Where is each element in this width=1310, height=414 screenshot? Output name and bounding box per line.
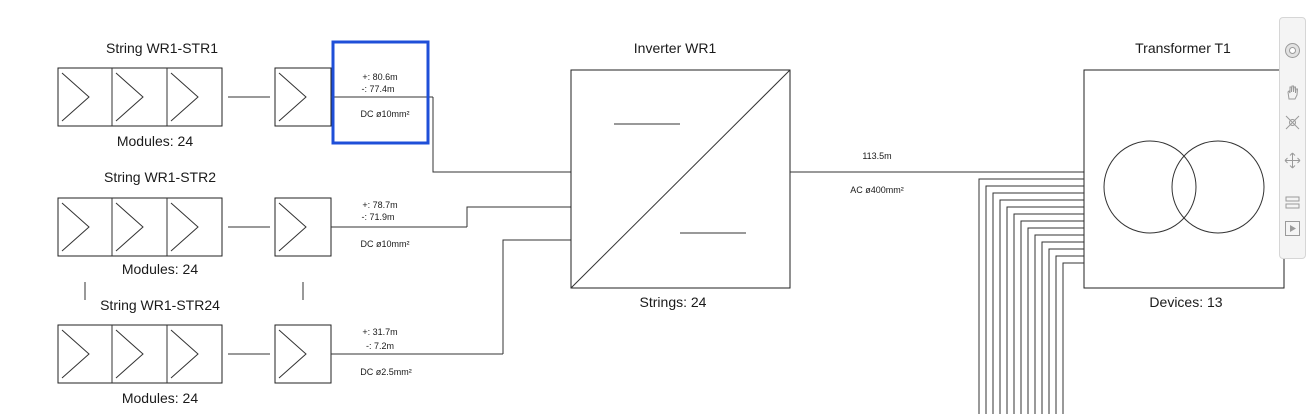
transformer-devices-count: Devices: 13	[1149, 294, 1222, 310]
inverter-strings-count: Strings: 24	[640, 294, 707, 310]
pv-module-row	[57, 197, 223, 257]
transformer-winding-primary	[1103, 140, 1197, 234]
modules-count: Modules: 24	[117, 133, 193, 149]
transformer-title: Transformer T1	[1135, 40, 1231, 56]
string-title: String WR1-STR1	[106, 40, 218, 56]
cable-plus-length: +: 80.6m	[362, 72, 397, 82]
ac-cable[interactable]: 113.5m AC ø400mm²	[790, 151, 1084, 195]
compass-icon[interactable]	[1284, 42, 1301, 59]
transformer-symbol	[1083, 69, 1285, 289]
play-icon[interactable]	[1284, 220, 1301, 237]
module-symbol	[170, 72, 199, 122]
inverter-block[interactable]: Inverter WR1 Strings: 24	[570, 40, 791, 310]
modules-count: Modules: 24	[122, 390, 198, 406]
cable-spec: DC ø2.5mm²	[360, 367, 412, 377]
string-group-1[interactable]: String WR1-STR1 Modules: 24 +: 80.6m -: …	[57, 40, 571, 173]
module-symbol	[115, 329, 144, 379]
dc-cable-to-inverter	[502, 239, 571, 354]
module-symbol	[170, 329, 199, 379]
ac-cable-spec: AC ø400mm²	[850, 185, 904, 195]
pv-module-row	[57, 324, 223, 384]
ac-cable-length: 113.5m	[862, 151, 891, 161]
dc-cable-to-inverter	[432, 97, 571, 173]
crosshair-icon[interactable]	[1284, 114, 1301, 131]
cable-minus-length: -: 71.9m	[361, 212, 394, 222]
selection-highlight	[331, 40, 430, 145]
string-group-2[interactable]: String WR1-STR2 Modules: 24 +: 78.7m -: …	[57, 169, 571, 277]
string-group-24[interactable]: String WR1-STR24 Modules: 24 +: 31.7m -:…	[57, 239, 571, 406]
string-title: String WR1-STR2	[104, 169, 216, 185]
cable-plus-length: +: 78.7m	[362, 200, 397, 210]
module-symbol	[61, 72, 90, 122]
module-symbol	[61, 202, 90, 252]
transformer-block[interactable]: Transformer T1 Devices: 13	[1083, 40, 1285, 310]
modules-count: Modules: 24	[122, 261, 198, 277]
module-symbol	[115, 72, 144, 122]
cable-spec: DC ø10mm²	[361, 239, 410, 249]
transformer-winding-secondary	[1171, 140, 1265, 234]
cable-plus-length: +: 31.7m	[362, 327, 397, 337]
cable-minus-length: -: 7.2m	[366, 341, 394, 351]
view-toolbar	[1279, 17, 1306, 259]
module-symbol	[278, 202, 307, 252]
move-icon[interactable]	[1284, 152, 1301, 169]
pv-module-row	[57, 67, 223, 127]
module-symbol	[61, 329, 90, 379]
module-symbol	[170, 202, 199, 252]
hand-icon[interactable]	[1284, 84, 1301, 101]
module-symbol	[278, 72, 307, 122]
string-title: String WR1-STR24	[100, 297, 220, 313]
inverter-title: Inverter WR1	[634, 40, 717, 56]
inverter-diagonal	[570, 69, 791, 289]
layers-icon[interactable]	[1284, 194, 1301, 211]
module-symbol	[278, 329, 307, 379]
cable-minus-length: -: 77.4m	[361, 84, 394, 94]
module-symbol	[115, 202, 144, 252]
device-feeders	[978, 178, 1084, 414]
dc-cable-to-inverter	[466, 206, 571, 227]
cable-spec: DC ø10mm²	[361, 109, 410, 119]
